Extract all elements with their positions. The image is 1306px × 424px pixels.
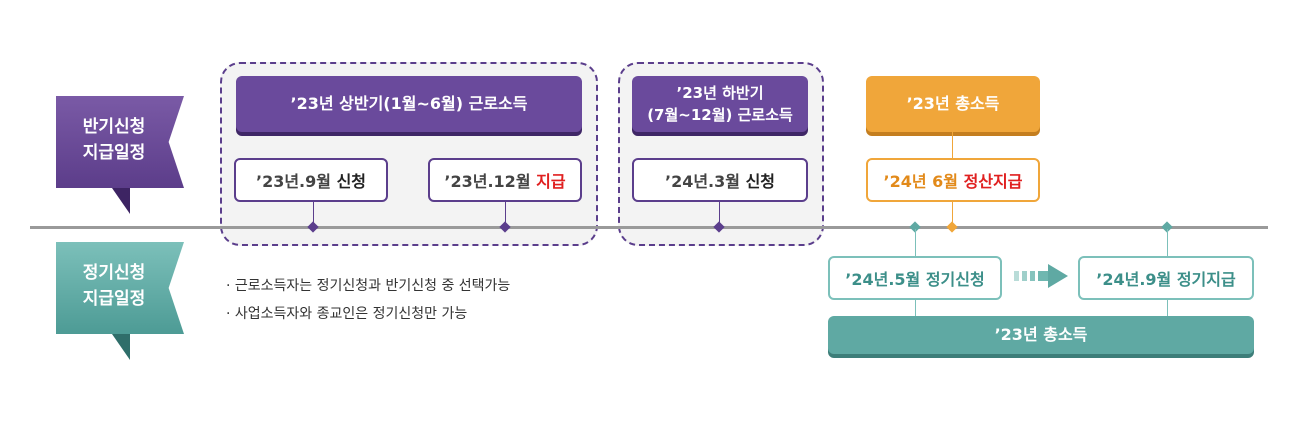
settle-connector xyxy=(952,202,953,226)
timeline-line xyxy=(30,226,1268,229)
first-half-title: ’23년 상반기(1월~6월) 근로소득 xyxy=(290,94,528,113)
arrow-right-icon xyxy=(1014,264,1068,288)
settle-action: 정산지급 xyxy=(963,172,1023,191)
first-half-pay-action: 지급 xyxy=(536,172,566,191)
second-half-apply-box: ’24년.3월 신청 xyxy=(632,158,808,202)
total-income-top-title: ’23년 총소득 xyxy=(906,94,1000,113)
first-half-apply-box: ’23년.9월 신청 xyxy=(234,158,388,202)
regular-pay-lower-connector xyxy=(1167,300,1168,316)
total-income-top-bar: ’23년 총소득 xyxy=(866,76,1040,132)
regular-apply-connector xyxy=(915,229,916,257)
total-income-top-connector xyxy=(952,132,953,158)
half-year-ribbon-label: 반기신청 지급일정 xyxy=(82,117,146,163)
regular-pay-connector xyxy=(1167,229,1168,257)
regular-income-title: ’23년 총소득 xyxy=(994,325,1088,344)
settle-box: ’24년 6월 정산지급 xyxy=(866,158,1040,202)
second-half-apply-action: 신청 xyxy=(745,172,776,191)
settle-marker xyxy=(946,221,958,233)
regular-apply-lower-connector xyxy=(915,300,916,316)
half-year-ribbon: 반기신청 지급일정 xyxy=(56,96,184,214)
first-half-title-bar: ’23년 상반기(1월~6월) 근로소득 xyxy=(236,76,582,132)
regular-apply-text: ’24년.5월 정기신청 xyxy=(845,270,985,289)
regular-apply-box: ’24년.5월 정기신청 xyxy=(828,256,1002,300)
second-half-title: ’23년 하반기 (7월~12월) 근로소득 xyxy=(647,84,793,124)
note-item: · 근로소득자는 정기신청과 반기신청 중 선택가능 xyxy=(226,278,511,294)
regular-pay-box: ’24년.9월 정기지급 xyxy=(1078,256,1254,300)
regular-ribbon-label: 정기신청 지급일정 xyxy=(82,263,146,309)
regular-ribbon: 정기신청 지급일정 xyxy=(56,242,184,360)
first-half-pay-date: ’23년.12월 xyxy=(444,172,531,191)
first-half-pay-box: ’23년.12월 지급 xyxy=(428,158,582,202)
regular-pay-text: ’24년.9월 정기지급 xyxy=(1096,270,1236,289)
second-half-apply-date: ’24년.3월 xyxy=(664,172,740,191)
second-half-title-bar: ’23년 하반기 (7월~12월) 근로소득 xyxy=(632,76,808,132)
settle-date: ’24년 6월 xyxy=(883,172,959,191)
first-half-apply-action: 신청 xyxy=(336,172,367,191)
regular-income-bar: ’23년 총소득 xyxy=(828,316,1254,354)
first-half-apply-date: ’23년.9월 xyxy=(255,172,331,191)
first-apply-connector xyxy=(313,202,314,226)
first-pay-connector xyxy=(505,202,506,226)
second-apply-connector xyxy=(719,202,720,226)
note-item: · 사업소득자와 종교인은 정기신청만 가능 xyxy=(226,306,468,322)
